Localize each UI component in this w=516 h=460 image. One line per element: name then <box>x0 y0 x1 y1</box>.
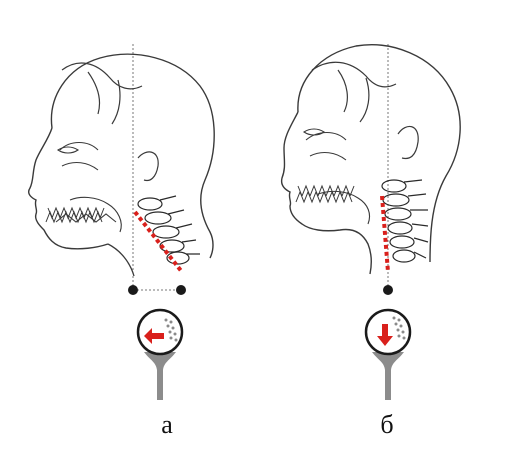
face-profile-left <box>27 127 109 250</box>
hair-right <box>311 61 397 123</box>
arrow-left-icon <box>144 328 164 344</box>
head-outline-left <box>50 53 215 259</box>
spine-alignment-marker-right <box>380 195 390 273</box>
ball-dimples-right <box>392 316 406 340</box>
spine-alignment-marker-left <box>133 210 184 274</box>
caption-right: б <box>380 410 394 439</box>
ear-left <box>137 151 159 182</box>
figure-forward-head <box>27 44 215 400</box>
face-profile-right <box>280 111 373 275</box>
ball-dimples-left <box>164 318 178 342</box>
figure-neutral-head <box>280 44 461 400</box>
skull-sketch-right <box>305 131 371 225</box>
caption-left: а <box>161 410 173 439</box>
hair-left <box>61 62 143 125</box>
arrow-down-icon <box>377 324 393 346</box>
cervical-spine-left <box>137 195 200 265</box>
skull-sketch-left <box>55 141 122 233</box>
teeth-left <box>45 206 105 224</box>
golf-ball-tee-left <box>136 308 184 400</box>
neck-outline-left <box>107 243 135 277</box>
eye-left <box>57 146 79 154</box>
tee-left <box>144 352 176 400</box>
cervical-spine-right <box>381 179 429 263</box>
reference-dot-left-a <box>128 285 138 295</box>
teeth-right <box>295 184 355 204</box>
tee-right <box>372 352 404 400</box>
reference-dot-right <box>383 285 393 295</box>
reference-dot-left-b <box>176 285 186 295</box>
head-outline-right <box>297 44 461 263</box>
eye-right <box>303 128 325 136</box>
golf-ball-tee-right <box>364 308 412 400</box>
ear-right <box>397 125 419 160</box>
